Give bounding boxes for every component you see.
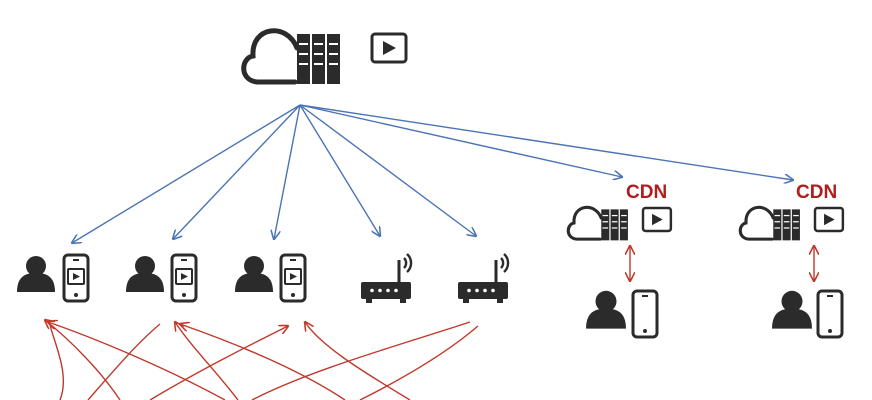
router-2 [456, 252, 510, 305]
cdn-cloud-server-icon [738, 205, 802, 242]
peer-arrow [45, 320, 121, 400]
arrow-to-client-1 [72, 104, 301, 243]
user-icon [772, 290, 812, 329]
user-icon [235, 256, 273, 292]
origin-video-icon [370, 32, 408, 64]
client-user-3 [235, 253, 307, 303]
cdn-video-icon [641, 206, 673, 233]
arrow-to-router-1 [299, 104, 380, 236]
smartphone-icon [631, 289, 659, 339]
peer-arrow [48, 322, 226, 400]
peer-exchange-arrows [45, 320, 479, 400]
user-icon [17, 256, 55, 292]
user-icon [126, 256, 164, 292]
router-icon [456, 252, 510, 305]
peer-arrow [359, 325, 479, 400]
router-icon [359, 252, 413, 305]
smartphone-video-icon [170, 253, 198, 303]
arrow-to-client-2 [173, 104, 301, 239]
peer-arrow [149, 326, 288, 400]
arrow-to-cdn-1 [299, 104, 622, 177]
cdn-label: CDN [796, 182, 837, 203]
cdn-video-icon [813, 206, 845, 233]
client-user-2 [126, 253, 198, 303]
peer-arrow [180, 324, 346, 400]
smartphone-icon [816, 289, 844, 339]
user-icon [586, 290, 626, 329]
cdn-label: CDN [626, 182, 667, 203]
arrow-to-router-2 [299, 104, 476, 236]
arrow-to-client-3 [274, 104, 301, 239]
peer-arrow [49, 324, 64, 400]
cdn-cloud-server-icon [566, 205, 630, 242]
origin-cloud-server-icon [244, 31, 340, 84]
origin-distribution-arrows [72, 104, 793, 243]
peer-arrow [87, 323, 161, 400]
origin-server [244, 31, 408, 84]
peer-arrow [251, 321, 471, 400]
cdn-node-2: CDN [738, 182, 845, 339]
arrow-to-cdn-2 [299, 104, 793, 180]
smartphone-video-icon [279, 253, 307, 303]
cdn-node-1: CDN [566, 182, 673, 339]
smartphone-video-icon [62, 253, 90, 303]
peer-arrow [305, 322, 411, 400]
client-user-1 [17, 253, 90, 303]
router-1 [359, 252, 413, 305]
